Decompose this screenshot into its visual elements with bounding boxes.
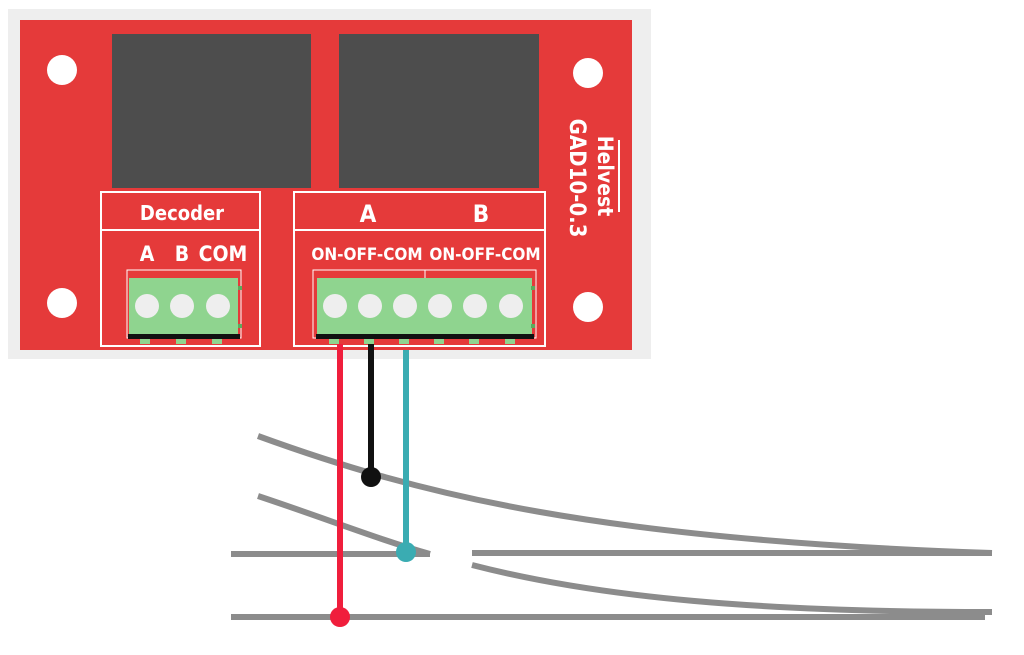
- terminal-screw: [463, 294, 487, 318]
- mounting-hole: [47, 288, 77, 318]
- output-channel-b: B: [473, 200, 489, 228]
- decoder-pin-a: A: [140, 242, 155, 266]
- diverging-rail-outer: [256, 433, 993, 556]
- terminal-tab: [531, 324, 535, 328]
- terminal-pin: [140, 339, 150, 344]
- terminal-screw: [499, 294, 523, 318]
- turnout-track: [231, 433, 993, 620]
- output-channel-a: A: [360, 200, 377, 228]
- terminal-screw: [358, 294, 382, 318]
- terminal-pin: [176, 339, 186, 344]
- closure-rail: [471, 562, 993, 615]
- terminal-screw: [428, 294, 452, 318]
- mounting-hole: [573, 292, 603, 322]
- output-block: A B ON-OFF-COM ON-OFF-COM: [293, 191, 546, 347]
- decoder-block: Decoder A B COM: [100, 191, 261, 347]
- decoder-pin-com: COM: [199, 242, 248, 266]
- terminal-screw: [206, 294, 230, 318]
- output-frame: [293, 191, 546, 347]
- terminal-tab: [238, 286, 242, 290]
- output-pins-b: ON-OFF-COM: [429, 245, 540, 265]
- terminal-screw: [393, 294, 417, 318]
- terminal-base: [128, 334, 240, 339]
- output-terminal-block: [312, 269, 537, 344]
- terminal-base: [316, 334, 534, 339]
- wire-cyan-connection-dot: [396, 542, 416, 562]
- terminal-screw: [323, 294, 347, 318]
- terminal-body: [317, 278, 532, 334]
- decoder-title: Decoder: [140, 201, 224, 225]
- terminal-tab: [531, 286, 535, 290]
- wires: [330, 344, 416, 627]
- mounting-hole: [573, 58, 603, 88]
- terminal-screw: [135, 294, 159, 318]
- relay-a: [112, 34, 311, 188]
- terminal-screw: [170, 294, 194, 318]
- terminal-pin: [505, 339, 515, 344]
- terminal-tab: [238, 324, 242, 328]
- mounting-hole: [47, 55, 77, 85]
- terminal-pin: [364, 339, 374, 344]
- decoder-pin-b: B: [175, 242, 189, 266]
- pcb-board: Helvest GAD10-0.3 Decoder A B COM: [8, 9, 651, 359]
- brand-label-group: Helvest: [593, 136, 620, 217]
- model-label: GAD10-0.3: [564, 119, 589, 238]
- decoder-terminal-block: [126, 269, 242, 344]
- terminal-pin: [434, 339, 444, 344]
- decoder-frame: [100, 191, 261, 347]
- wire-red-connection-dot: [330, 607, 350, 627]
- model-label-group: GAD10-0.3: [564, 119, 589, 238]
- terminal-pin: [329, 339, 339, 344]
- wire-black-connection-dot: [361, 467, 381, 487]
- terminal-pin: [399, 339, 409, 344]
- output-pins-a: ON-OFF-COM: [311, 245, 422, 265]
- brand-label: Helvest: [593, 136, 617, 217]
- terminal-pin: [212, 339, 222, 344]
- relay-b: [339, 34, 539, 188]
- terminal-pin: [469, 339, 479, 344]
